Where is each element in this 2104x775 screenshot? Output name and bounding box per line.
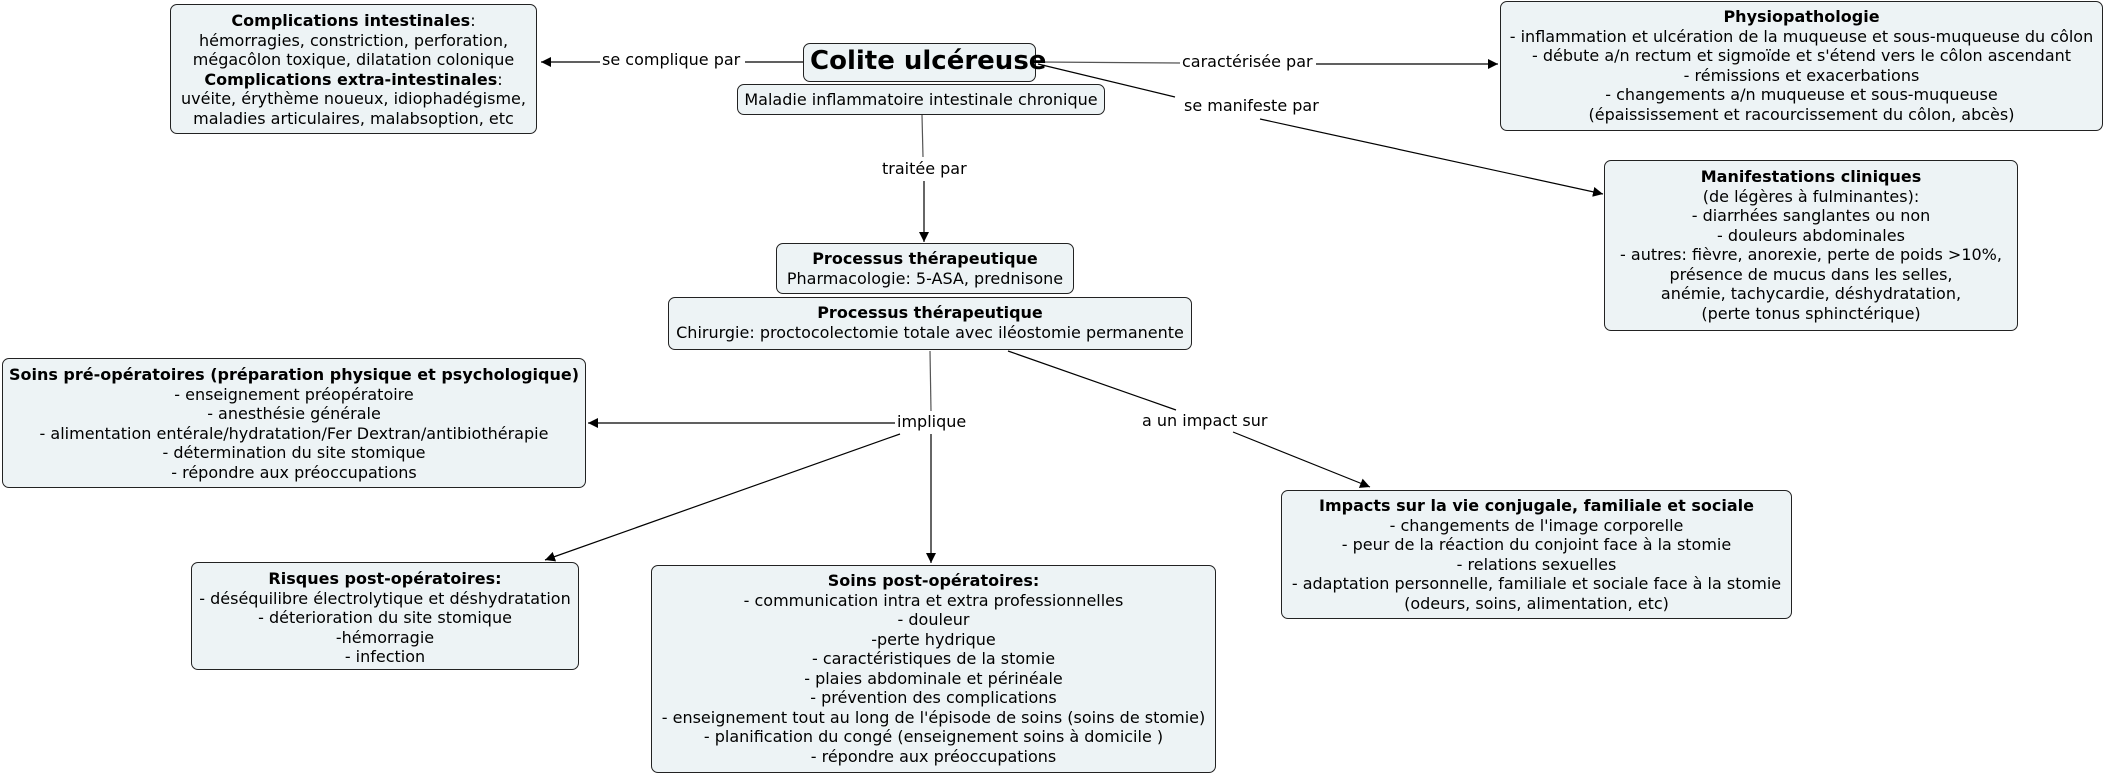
node-line: - douleurs abdominales [1717,225,1905,245]
link-label-caracterisee-par: caractérisée par [1180,52,1315,71]
node-title: Soins post-opératoires: [827,571,1040,590]
node-line: présence de mucus dans les selles, [1669,264,1953,284]
node-line: - anesthésie générale [207,404,381,423]
link-arrow-manifestations [1259,118,1604,197]
node-line: - planification du congé (enseignement s… [703,727,1164,746]
link-label-implique: implique [895,412,969,431]
link-label-se-complique-par: se complique par [600,50,743,69]
therapy-surgery-node[interactable]: Processus thérapeutique Chirurgie: proct… [668,297,1192,350]
post-op-risks-node[interactable]: Risques post-opératoires: - déséquilibre… [191,562,579,670]
link-line [929,350,932,412]
node-title: Physiopathologie [1723,7,1880,26]
link-line [1037,63,1176,98]
post-op-care-node[interactable]: Soins post-opératoires: - communication … [651,565,1216,773]
node-line: - déséquilibre électrolytique et déshydr… [199,588,571,608]
node-line: - détermination du site stomique [162,443,426,462]
node-line: - débute a/n rectum et sigmoïde et s'éte… [1531,46,2072,65]
node-title: Impacts sur la vie conjugale, familiale … [1319,496,1754,515]
node-line: hémorragies, constriction, perforation, [198,30,509,50]
node-line: (odeurs, soins, alimentation, etc) [1404,593,1669,613]
node-line: - relations sexuelles [1456,554,1617,574]
link-line [921,114,924,158]
link-arrow-impacts [1232,431,1371,488]
node-line: - caractéristiques de la stomie [811,649,1056,668]
node-line: - changements a/n muqueuse et sous-muque… [1605,85,1998,104]
node-line: uvéite, érythème noueux, idiophadégisme, [181,89,526,108]
node-line: (épaississement et racourcissement du cô… [1588,104,2015,124]
complications-intestinal-heading: Complications intestinales [231,11,471,30]
node-title: Soins pré-opératoires (préparation physi… [8,365,580,384]
node-line: - inflammation et ulcération de la muque… [1509,26,2094,46]
central-concept-node[interactable]: Colite ulcéreuse [803,43,1046,82]
link-label-traitee-par: traitée par [880,159,969,178]
node-line: - déterioration du site stomique [258,608,512,627]
complications-node[interactable]: Complications intestinales: hémorragies,… [170,4,537,134]
node-line: - plaies abdominale et périnéale [804,668,1063,688]
therapy-pharmacology-node[interactable]: Processus thérapeutique Pharmacologie: 5… [776,243,1074,294]
node-line: - enseignement tout au long de l'épisode… [661,707,1206,727]
node-line: - peur de la réaction du conjoint face à… [1341,535,1732,554]
node-title: Risques post-opératoires: [268,569,502,588]
central-subtitle-node[interactable]: Maladie inflammatoire intestinale chroni… [737,84,1105,115]
node-line: - répondre aux préoccupations [171,462,417,482]
link-arrow-risks [544,433,901,562]
heading-colon: : [470,11,476,30]
physiopathologie-node[interactable]: Physiopathologie - inflammation et ulcér… [1500,1,2103,131]
node-line: -hémorragie [335,627,435,647]
node-line: maladies articulaires, malabsoption, etc [193,108,514,128]
node-line: mégacôlon toxique, dilatation colonique [192,50,515,69]
node-line: - alimentation entérale/hydratation/Fer … [39,423,549,443]
impacts-node[interactable]: Impacts sur la vie conjugale, familiale … [1281,490,1792,619]
central-title: Colite ulcéreuse [810,46,1047,76]
node-line: - douleur [897,610,970,629]
link-label-se-manifeste-par: se manifeste par [1182,96,1321,115]
node-line: (de légères à fulminantes): [1702,186,1920,206]
node-line: Pharmacologie: 5-ASA, prednisone [786,268,1064,288]
node-line: - rémissions et exacerbations [1683,65,1920,85]
node-line: - communication intra et extra professio… [743,590,1124,610]
heading-colon: : [497,69,503,89]
pre-op-care-node[interactable]: Soins pré-opératoires (préparation physi… [2,358,586,488]
node-line: anémie, tachycardie, déshydratation, [1660,284,1962,303]
node-line: - répondre aux préoccupations [810,746,1057,766]
node-line: - prévention des complications [810,688,1057,707]
node-title: Processus thérapeutique [812,249,1038,268]
node-line: - adaptation personnelle, familiale et s… [1291,574,1782,593]
node-line: - infection [344,647,426,666]
node-line: - diarrhées sanglantes ou non [1691,206,1931,225]
manifestations-node[interactable]: Manifestations cliniques (de légères à f… [1604,160,2018,331]
node-line: - autres: fièvre, anorexie, perte de poi… [1620,245,2002,264]
node-line: (perte tonus sphinctérique) [1701,303,1921,323]
central-subtitle: Maladie inflammatoire intestinale chroni… [744,90,1098,109]
node-line: -perte hydrique [871,629,996,649]
node-line: - changements de l'image corporelle [1389,515,1684,535]
link-label-a-un-impact-sur: a un impact sur [1140,411,1270,430]
node-line: - enseignement préopératoire [174,384,414,404]
complications-extra-heading: Complications extra-intestinales [204,69,498,89]
node-title: Processus thérapeutique [817,303,1043,322]
node-title: Manifestations cliniques [1700,167,1922,186]
link-line [1037,61,1181,64]
link-line [1007,350,1177,411]
node-line: Chirurgie: proctocolectomie totale avec … [676,322,1184,342]
